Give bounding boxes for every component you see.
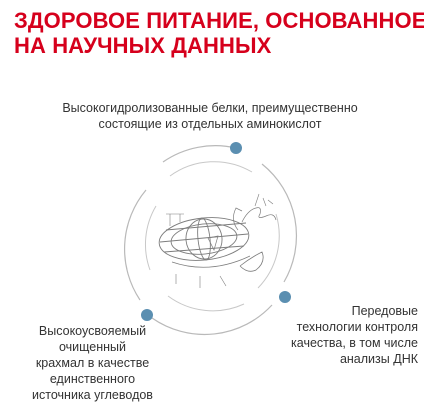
outer-ring bbox=[123, 145, 298, 336]
feature-line: Высокогидролизованные белки, преимуществ… bbox=[62, 101, 358, 115]
inner-arc-right bbox=[257, 213, 280, 289]
page-title: ЗДОРОВОЕ ПИТАНИЕ, ОСНОВАННОЕ НА НАУЧНЫХ … bbox=[14, 8, 424, 58]
feature-line: крахмал в качестве bbox=[35, 356, 150, 370]
connector-dot-left bbox=[141, 309, 153, 321]
feature-proteins: Высокогидролизованные белки, преимуществ… bbox=[60, 100, 360, 132]
ring-arc-left bbox=[123, 189, 147, 301]
feature-line: качества, в том числе bbox=[291, 336, 418, 350]
connector-dot-right bbox=[279, 291, 291, 303]
feature-line: Передовые bbox=[351, 304, 418, 318]
feature-line: источника углеводов bbox=[32, 388, 153, 402]
feature-line: очищенный bbox=[58, 340, 127, 354]
feature-starch: Высокоусвояемый очищенный крахмал в каче… bbox=[0, 323, 185, 403]
inner-arc-bottom bbox=[167, 295, 245, 312]
feature-line: единственного bbox=[49, 372, 136, 386]
ring-arc-top bbox=[162, 145, 237, 163]
feature-line: состоящие из отдельных аминокислот bbox=[98, 117, 322, 131]
ring-arc-bottom bbox=[151, 304, 273, 336]
inner-arc-left bbox=[144, 205, 157, 271]
feature-line: Высокоусвояемый bbox=[38, 324, 147, 338]
title-line: НА НАУЧНЫХ ДАННЫХ bbox=[14, 33, 272, 58]
ring-arc-right bbox=[261, 163, 298, 283]
inner-ring bbox=[144, 161, 280, 312]
feature-quality-control: Передовые технологии контроля качества, … bbox=[258, 303, 418, 367]
title-line: ЗДОРОВОЕ ПИТАНИЕ, ОСНОВАННОЕ bbox=[14, 8, 424, 33]
connector-dot-top bbox=[230, 142, 242, 154]
kibble-sketch-icon bbox=[158, 193, 277, 288]
feature-line: технологии контроля bbox=[296, 320, 418, 334]
inner-arc-top bbox=[169, 161, 253, 177]
feature-line: анализы ДНК bbox=[339, 352, 418, 366]
